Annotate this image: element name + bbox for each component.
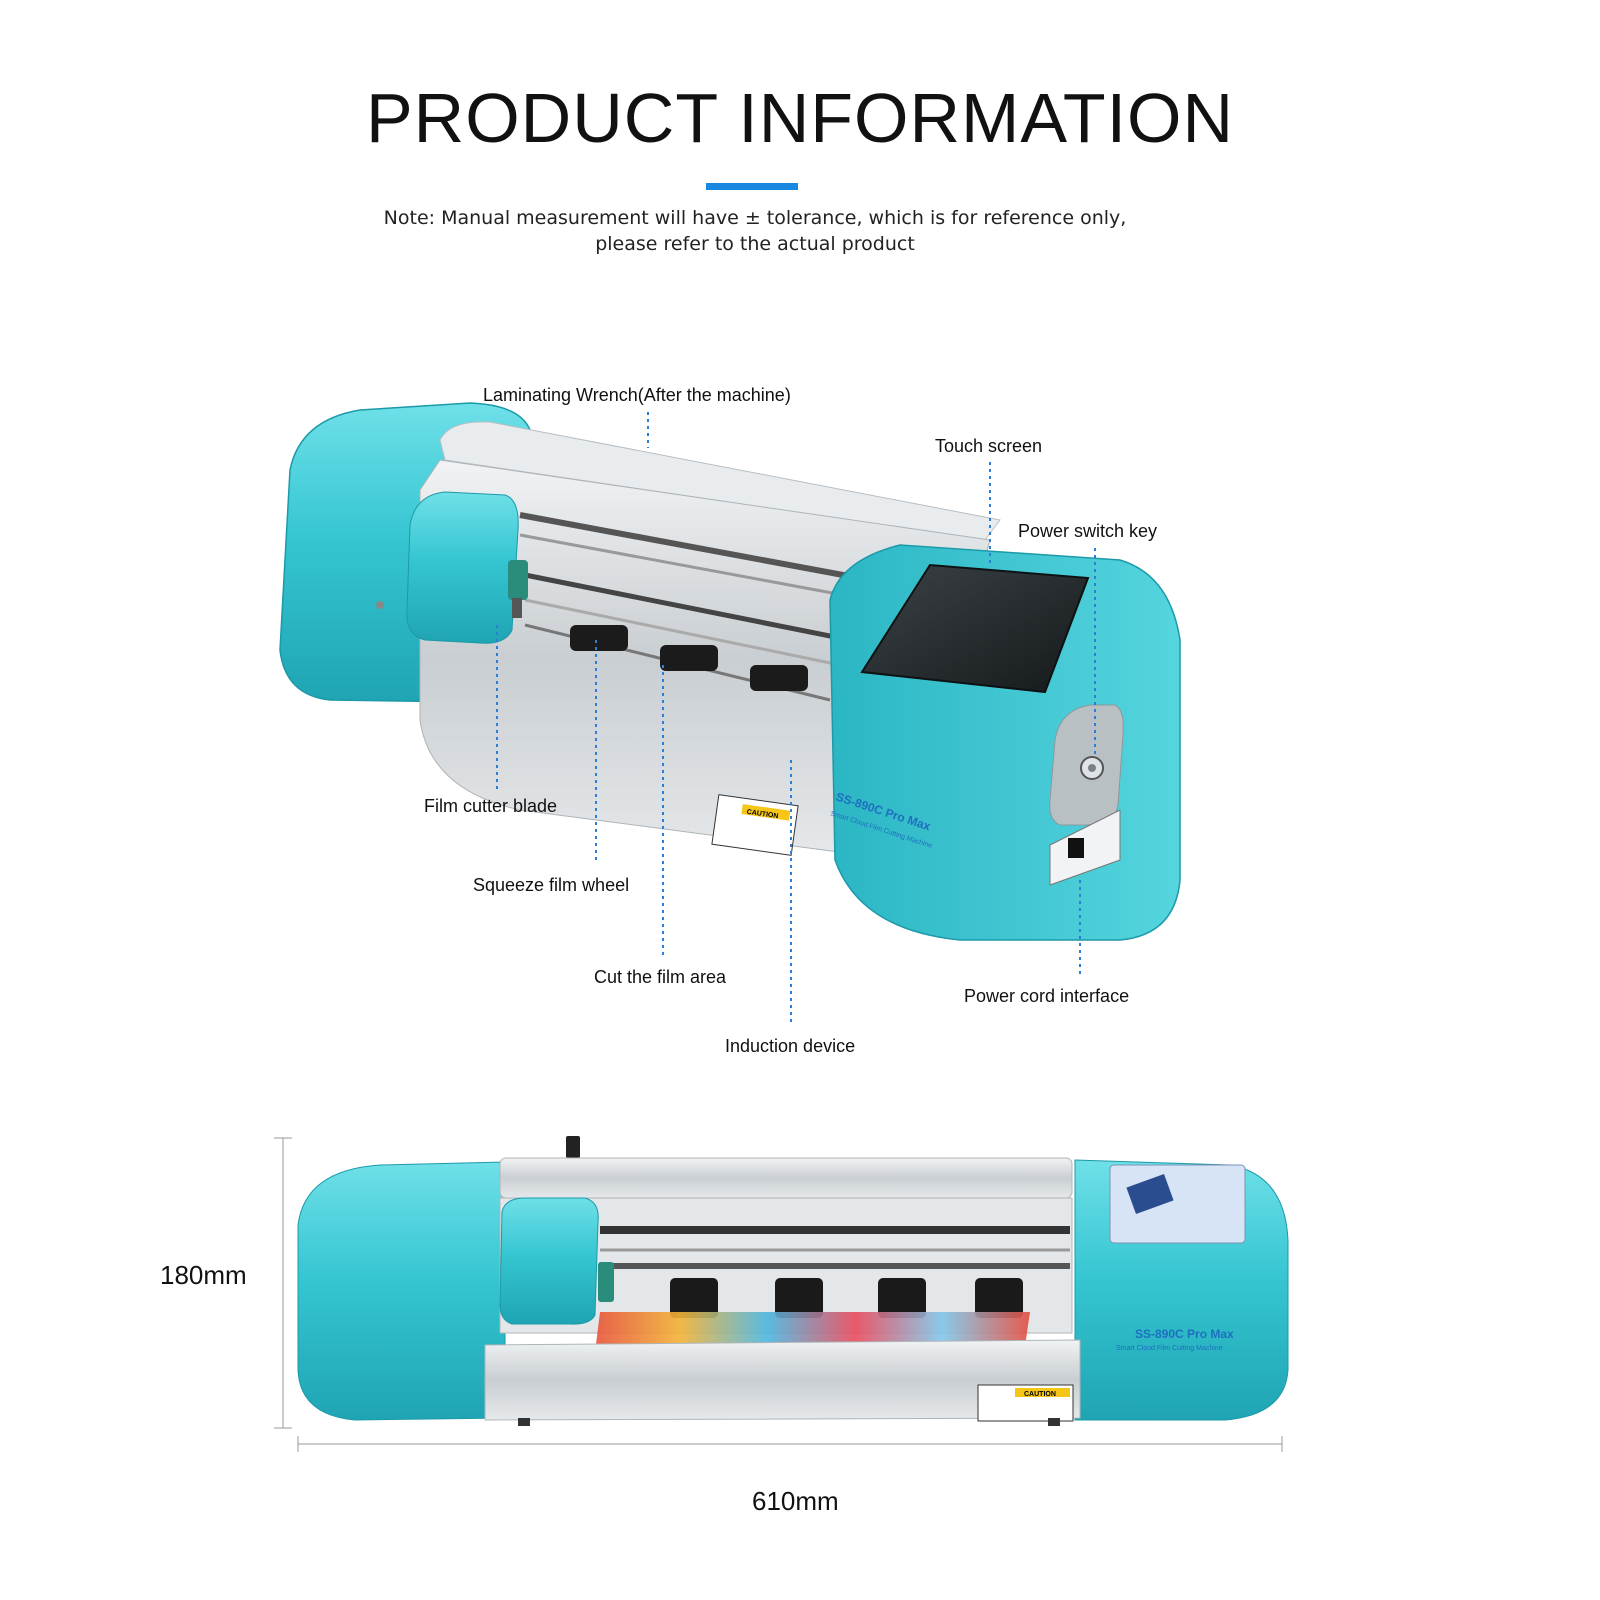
front-silver-base	[484, 1339, 1081, 1421]
callout-touch-screen: Touch screen	[935, 436, 1043, 456]
callout-squeeze-film-wheel: Squeeze film wheel	[473, 875, 630, 895]
front-touch-screen	[1109, 1164, 1246, 1244]
caution-label-top: CAUTION	[746, 809, 779, 820]
callout-power-cord-interface: Power cord interface	[964, 986, 1130, 1006]
callout-power-switch-key: Power switch key	[1018, 521, 1158, 541]
tolerance-note-line-2: please refer to the actual product	[595, 233, 915, 255]
width-dimension-label: 610mm	[752, 1486, 839, 1516]
front-left-end-cap	[297, 1161, 506, 1421]
cutter-carriage	[406, 491, 519, 644]
tolerance-note-line-1: Note: Manual measurement will have ± tol…	[383, 207, 1127, 229]
title-accent-bar	[706, 183, 798, 190]
model-name-front: SS-890C Pro Max	[1135, 1327, 1234, 1341]
callout-induction-device: Induction device	[725, 1036, 856, 1056]
caution-label-front: CAUTION	[1024, 1391, 1056, 1398]
height-dimension-label: 180mm	[160, 1260, 247, 1290]
page-title: PRODUCT INFORMATION	[365, 79, 1235, 157]
power-cord-interface	[1049, 809, 1121, 886]
machine-angled-view: CAUTION SS-890C Pro Max Smart Cloud Film…	[279, 402, 1181, 1025]
callout-cut-film-area: Cut the film area	[594, 967, 727, 987]
model-subtitle-front: Smart Cloud Film Cutting Machine	[1116, 1345, 1223, 1352]
machine-front-view: CAUTION SS-890C Pro Max Smart Cloud Film…	[274, 1136, 1289, 1452]
touch-screen	[860, 563, 1090, 694]
front-cutter-carriage	[499, 1197, 599, 1325]
callout-film-cutter-blade: Film cutter blade	[424, 796, 558, 816]
callout-laminating-wrench: Laminating Wrench(After the machine)	[483, 385, 791, 405]
